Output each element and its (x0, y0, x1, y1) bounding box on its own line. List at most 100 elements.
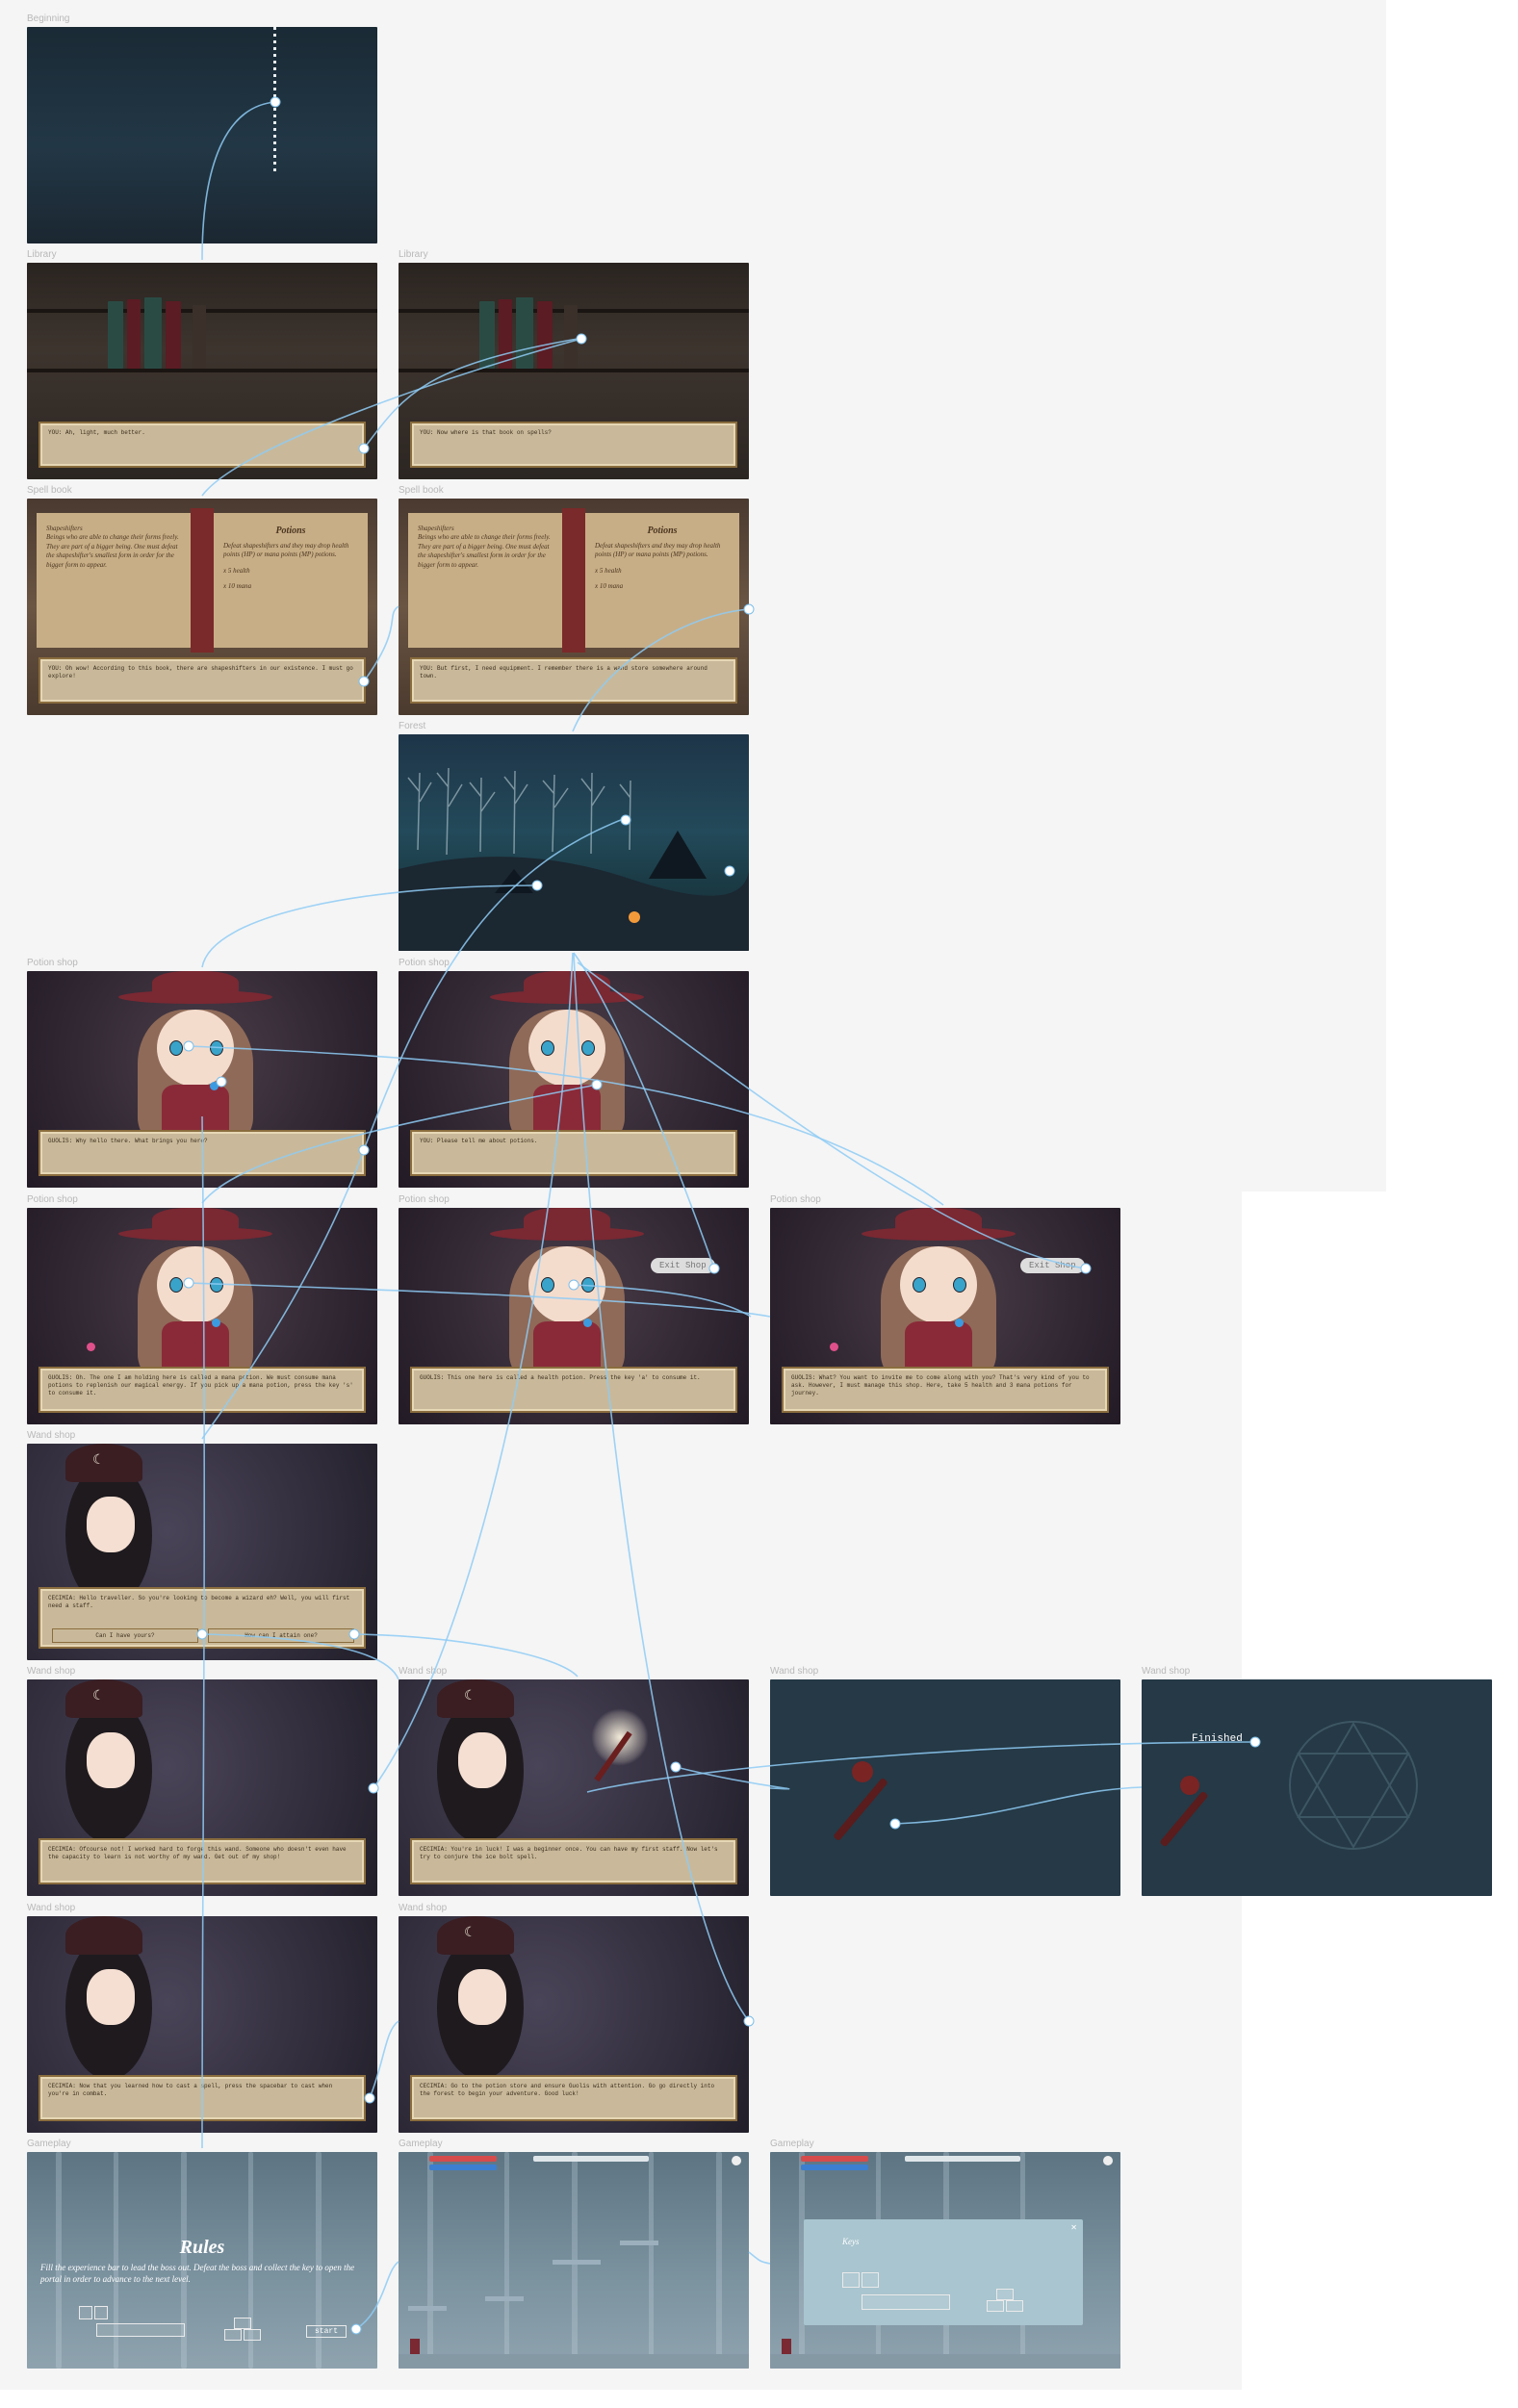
moon-icon: ☾ (464, 1687, 476, 1703)
dialog-box: GUOLIS: Why hello there. What brings you… (39, 1130, 366, 1176)
choice-button-attain[interactable]: How can I attain one? (208, 1628, 354, 1643)
frame-potion-3[interactable]: GUOLIS: Oh. The one I am holding here is… (27, 1208, 377, 1424)
tree (716, 2152, 722, 2369)
book-spine (108, 301, 123, 369)
witch-hat (65, 1679, 142, 1718)
dialog-box: CECIMIA: Ofcourse not! I worked hard to … (39, 1838, 366, 1884)
eye (210, 1040, 223, 1056)
frame-label-wand-6: Wand shop (27, 1903, 76, 1913)
frame-potion-2[interactable]: YOU: Please tell me about potions. (399, 971, 749, 1188)
moon-icon: ☾ (92, 1451, 105, 1467)
platform (408, 2306, 447, 2311)
frame-label-potion-3: Potion shop (27, 1194, 78, 1205)
experience-bar (533, 2156, 649, 2162)
frame-label-wand-1: Wand shop (27, 1430, 76, 1441)
eye (913, 1277, 926, 1293)
staff-icon (833, 1777, 888, 1842)
frame-label-library-2: Library (399, 249, 428, 260)
wand-keeper-face (458, 1732, 506, 1788)
close-icon[interactable]: ✕ (1070, 2223, 1077, 2232)
key-icon (842, 2272, 860, 2288)
eye (581, 1277, 595, 1293)
arrow-key-icon (234, 2318, 251, 2329)
dialog-box: GUOLIS: This one here is called a health… (410, 1367, 737, 1413)
tree (427, 2152, 433, 2369)
spacebar-key-icon (96, 2323, 185, 2337)
frame-wand-3[interactable]: ☾ CECIMIA: You're in luck! I was a begin… (399, 1679, 749, 1896)
eye (581, 1040, 595, 1056)
potion-hp-count: x 5 health (595, 567, 622, 576)
eye (169, 1040, 183, 1056)
player-sprite (410, 2339, 420, 2354)
book-spine (499, 299, 512, 369)
frame-spellbook-1[interactable]: Shapeshifters Beings who are able to cha… (27, 499, 377, 715)
frame-library-1[interactable]: YOU: Ah, light, much better. (27, 263, 377, 479)
book-ribbon (562, 508, 585, 653)
frame-game-1[interactable]: Rules Fill the experience bar to lead th… (27, 2152, 377, 2369)
frame-potion-1[interactable]: GUOLIS: Why hello there. What brings you… (27, 971, 377, 1188)
exit-shop-button[interactable]: Exit Shop (651, 1258, 715, 1273)
shelf (399, 369, 749, 372)
tree (316, 2152, 322, 2369)
arrow-key-icon (224, 2329, 242, 2341)
frame-label-wand-3: Wand shop (399, 1666, 448, 1677)
frame-potion-5[interactable]: Exit Shop GUOLIS: What? You want to invi… (770, 1208, 1120, 1424)
platform (553, 2260, 601, 2265)
frame-forest[interactable] (399, 734, 749, 951)
frame-wand-5[interactable]: Finished (1142, 1679, 1492, 1896)
frame-library-2[interactable]: YOU: Now where is that book on spells? (399, 263, 749, 479)
player-sprite (782, 2339, 791, 2354)
health-potion-icon (87, 1343, 95, 1351)
staff-head (852, 1761, 873, 1782)
ground (770, 2354, 1120, 2369)
mana-potion-icon (583, 1319, 592, 1327)
forest-scene (399, 767, 749, 951)
frame-wand-2[interactable]: ☾ CECIMIA: Ofcourse not! I worked hard t… (27, 1679, 377, 1896)
tree (181, 2152, 187, 2369)
wand-keeper-face (87, 1969, 135, 2025)
start-button[interactable]: start (306, 2325, 347, 2338)
health-bar (801, 2156, 868, 2162)
book-ribbon (191, 508, 214, 653)
settings-gear-icon[interactable] (732, 2156, 741, 2165)
frame-label-library-1: Library (27, 249, 57, 260)
witch-hat (895, 1208, 982, 1237)
witch-hat (524, 971, 610, 1000)
canvas-gutter (1386, 0, 1518, 1191)
finished-button[interactable]: Finished (1192, 1733, 1243, 1745)
witch-hat (65, 1916, 142, 1955)
experience-bar (905, 2156, 1020, 2162)
keys-modal: Keys ✕ (804, 2219, 1083, 2325)
light-chain (273, 27, 276, 171)
dialog-box: YOU: But first, I need equipment. I reme… (410, 657, 737, 704)
witch-hat (152, 1208, 239, 1237)
tree (56, 2152, 62, 2369)
rules-text: Fill the experience bar to lead the boss… (40, 2263, 355, 2284)
dialog-box: GUOLIS: Oh. The one I am holding here is… (39, 1367, 366, 1413)
frame-wand-1[interactable]: ☾ CECIMIA: Hello traveller. So you're lo… (27, 1444, 377, 1660)
dialog-box: GUOLIS: What? You want to invite me to c… (782, 1367, 1109, 1413)
frame-game-3[interactable]: Keys ✕ (770, 2152, 1120, 2369)
frame-game-2[interactable] (399, 2152, 749, 2369)
choice-button-yours[interactable]: Can I have yours? (52, 1628, 198, 1643)
witch-hat (152, 971, 239, 1000)
frame-potion-4[interactable]: Exit Shop GUOLIS: This one here is calle… (399, 1208, 749, 1424)
frame-wand-7[interactable]: ☾ CECIMIA: Go to the potion store and en… (399, 1916, 749, 2133)
shelf (27, 369, 377, 372)
exit-shop-button[interactable]: Exit Shop (1020, 1258, 1085, 1273)
frame-wand-4[interactable] (770, 1679, 1120, 1896)
settings-gear-icon[interactable] (1103, 2156, 1113, 2165)
moon-icon: ☾ (464, 1924, 476, 1939)
tree (114, 2152, 118, 2369)
page-text-shapeshifters: Shapeshifters Beings who are able to cha… (418, 525, 551, 569)
potion-hp-count: x 5 health (223, 567, 250, 576)
key-icon (94, 2306, 108, 2319)
book-spine (127, 299, 141, 369)
book-spine (144, 297, 162, 369)
book-spine (166, 301, 181, 369)
frame-spellbook-2[interactable]: Shapeshifters Beings who are able to cha… (399, 499, 749, 715)
frame-beginning[interactable] (27, 27, 377, 243)
eye (541, 1277, 554, 1293)
arrow-key-icon (1006, 2300, 1023, 2312)
frame-wand-6[interactable]: CECIMIA: Now that you learned how to cas… (27, 1916, 377, 2133)
